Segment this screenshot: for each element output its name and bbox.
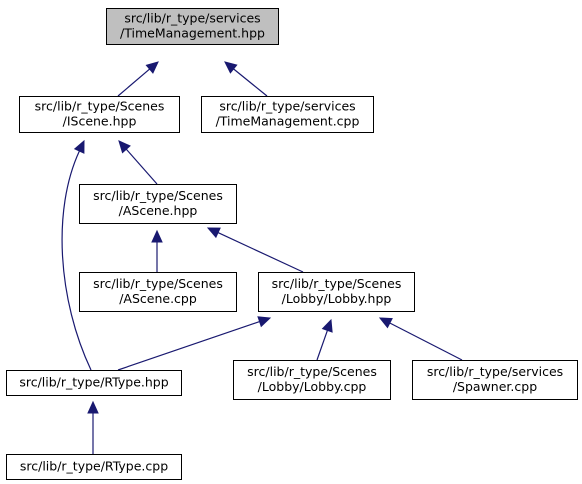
node-label-line: src/lib/r_type/RType.cpp <box>20 459 168 474</box>
edge-arrowhead <box>145 61 159 74</box>
node-box <box>106 8 279 45</box>
node-label-line: /TimeManagement.hpp <box>120 26 265 41</box>
node-box <box>6 454 182 480</box>
edge-line <box>125 148 158 185</box>
edge-arrowhead <box>378 317 393 329</box>
edge-rtype_hpp-to-lobby_hpp <box>117 316 272 371</box>
node-rtype-hpp[interactable]: src/lib/r_type/RType.hpp <box>6 370 182 396</box>
node-timemgmt-cpp[interactable]: src/lib/r_type/services/TimeManagement.c… <box>201 96 374 133</box>
edge-arrowhead <box>87 400 99 414</box>
edge-arrowhead <box>151 229 163 243</box>
node-label-line: /AScene.hpp <box>119 203 198 218</box>
edge-timemgmt_cpp-to-timemgmt_hpp <box>224 61 268 97</box>
edge-arrowhead <box>257 316 272 328</box>
edge-line <box>117 321 260 371</box>
node-label-line: src/lib/r_type/Scenes <box>93 276 223 291</box>
edge-line <box>117 68 150 97</box>
node-box <box>412 360 578 400</box>
edge-ascene_cpp-to-ascene_hpp <box>151 229 163 272</box>
node-label-line: /IScene.hpp <box>63 114 137 129</box>
node-box <box>201 96 374 133</box>
edge-spawner_cpp-to-lobby_hpp <box>378 317 463 361</box>
edges-layer <box>61 61 463 454</box>
edge-line <box>61 150 92 371</box>
edge-lobby_hpp-to-ascene_hpp <box>206 227 304 273</box>
edge-arrowhead <box>118 140 131 154</box>
node-label-line: /AScene.cpp <box>119 291 197 306</box>
node-label-line: src/lib/r_type/Scenes <box>247 364 377 379</box>
node-timemgmt-hpp[interactable]: src/lib/r_type/services/TimeManagement.h… <box>106 8 279 45</box>
node-label-line: /Spawner.cpp <box>453 379 537 394</box>
node-box <box>233 360 391 400</box>
edge-rtype_hpp-to-iscene_hpp <box>61 139 92 371</box>
node-label-line: src/lib/r_type/Scenes <box>272 276 402 291</box>
node-box <box>19 96 180 133</box>
node-lobby-cpp[interactable]: src/lib/r_type/Scenes/Lobby/Lobby.cpp <box>233 360 391 400</box>
node-label-line: /Lobby/Lobby.cpp <box>258 379 367 394</box>
node-lobby-hpp[interactable]: src/lib/r_type/Scenes/Lobby/Lobby.hpp <box>258 272 415 312</box>
edge-arrowhead <box>206 227 221 239</box>
edge-arrowhead <box>321 318 333 333</box>
edge-lobby_cpp-to-lobby_hpp <box>316 318 333 361</box>
node-box <box>79 272 237 312</box>
nodes-layer: src/lib/r_type/services/TimeManagement.h… <box>6 8 578 480</box>
node-label-line: /Lobby/Lobby.hpp <box>282 291 392 306</box>
node-rtype-cpp[interactable]: src/lib/r_type/RType.cpp <box>6 454 182 480</box>
edge-line <box>233 68 268 97</box>
node-label-line: src/lib/r_type/services <box>219 99 355 114</box>
node-box <box>6 370 182 396</box>
edge-rtype_cpp-to-rtype_hpp <box>87 400 99 454</box>
node-ascene-cpp[interactable]: src/lib/r_type/Scenes/AScene.cpp <box>79 272 237 312</box>
node-label-line: src/lib/r_type/RType.hpp <box>19 375 168 390</box>
node-spawner-cpp[interactable]: src/lib/r_type/services/Spawner.cpp <box>412 360 578 400</box>
node-iscene-hpp[interactable]: src/lib/r_type/Scenes/IScene.hpp <box>19 96 180 133</box>
edge-iscene_hpp-to-timemgmt_hpp <box>117 61 159 97</box>
node-label-line: src/lib/r_type/Scenes <box>93 188 223 203</box>
edge-arrowhead <box>224 61 238 74</box>
edge-ascene_hpp-to-iscene_hpp <box>118 140 158 185</box>
node-box <box>79 184 237 224</box>
node-ascene-hpp[interactable]: src/lib/r_type/Scenes/AScene.hpp <box>79 184 237 224</box>
node-label-line: src/lib/r_type/Scenes <box>35 99 165 114</box>
edge-line <box>217 232 304 273</box>
node-label-line: src/lib/r_type/services <box>124 11 260 26</box>
edge-arrowhead <box>73 139 85 154</box>
edge-line <box>389 322 463 361</box>
node-label-line: src/lib/r_type/services <box>427 364 563 379</box>
node-box <box>258 272 415 312</box>
node-label-line: /TimeManagement.cpp <box>216 114 360 129</box>
edge-line <box>316 330 328 361</box>
